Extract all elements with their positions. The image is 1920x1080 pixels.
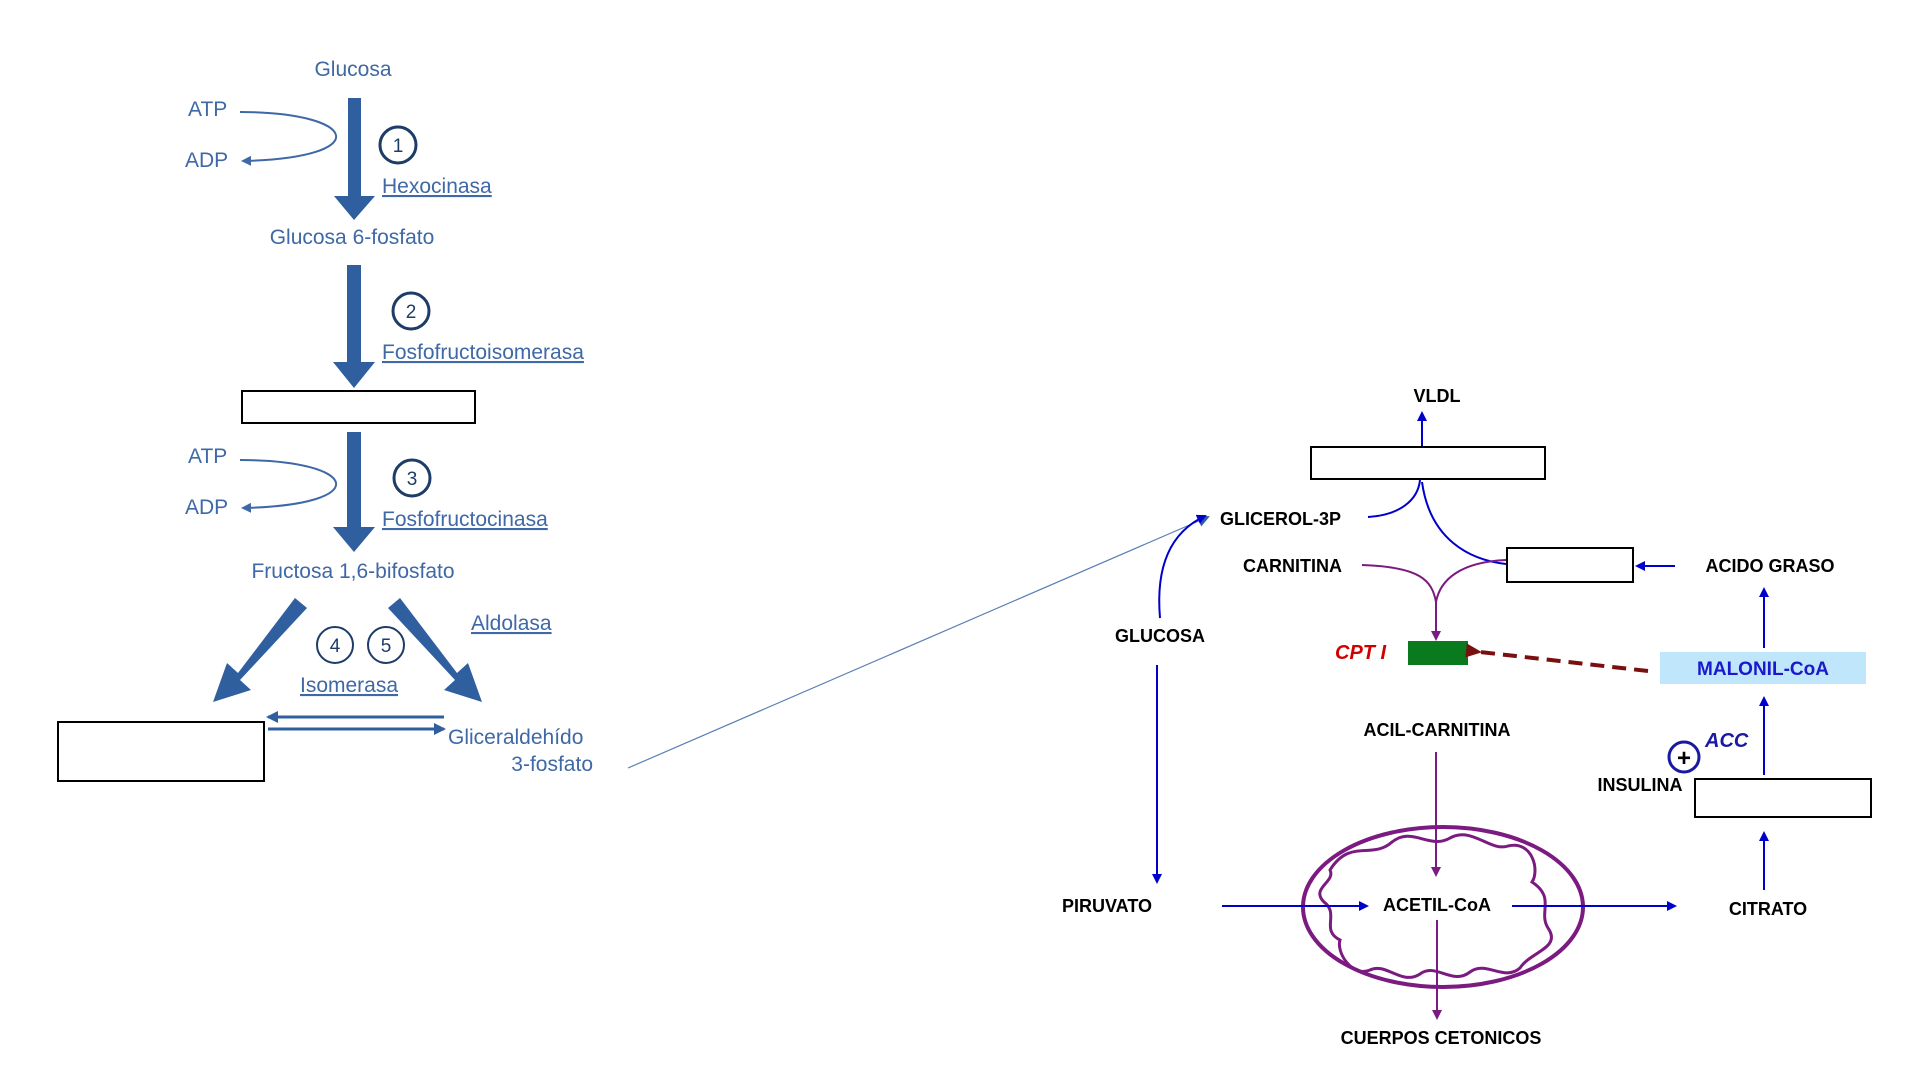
fosfofructocinasa-label: Fosfofructocinasa <box>382 508 548 531</box>
step-2-circle <box>391 291 431 331</box>
blank-box-acil-coa <box>1506 547 1634 583</box>
cpt-i-transporter <box>1408 641 1468 665</box>
malonil-coa-box <box>1660 652 1866 684</box>
glucosa-label: Glucosa <box>314 58 391 81</box>
cpt-i-label: CPT I <box>1335 642 1387 664</box>
step-1-circle <box>378 125 418 165</box>
fosfato-3-label: 3-fosfato <box>511 753 593 776</box>
glycolysis-pathway: Glucosa ATP ADP 1 Hexocinasa Glucosa 6-f… <box>57 58 593 782</box>
adp-label-1: ADP <box>185 149 228 172</box>
citrato-label: CITRATO <box>1729 899 1807 919</box>
isomerasa-label: Isomerasa <box>300 674 398 697</box>
step-4-circle <box>316 626 354 664</box>
step-4-number: 4 <box>330 636 341 657</box>
insulina-label: INSULINA <box>1598 775 1683 795</box>
step-3-number: 3 <box>407 469 418 490</box>
fructosa-1-6-bifosfato-label: Fructosa 1,6-bifosfato <box>251 560 454 583</box>
glucosa-6-fosfato-label: Glucosa 6-fosfato <box>270 226 435 249</box>
vldl-label: VLDL <box>1414 386 1461 406</box>
acido-graso-label: ACIDO GRASO <box>1705 556 1834 576</box>
atp-adp-curve-2 <box>239 459 337 513</box>
step-2-number: 2 <box>406 302 417 323</box>
step-3-circle <box>392 458 432 498</box>
adp-label-2: ADP <box>185 496 228 519</box>
gliceraldehido-label: Gliceraldehído <box>448 726 583 749</box>
acyl-box-curve <box>1435 559 1507 603</box>
carnitina-label: CARNITINA <box>1243 556 1342 576</box>
glicerol-3p-label: GLICEROL-3P <box>1220 509 1341 529</box>
aldolasa-label: Aldolasa <box>471 612 552 635</box>
atp-label-1: ATP <box>188 98 227 121</box>
arrow-step-3 <box>333 432 375 552</box>
fosfofructoisomerasa-label: Fosfofructoisomerasa <box>382 341 584 364</box>
hexocinasa-label: Hexocinasa <box>382 175 492 198</box>
blank-box-fructosa-6p <box>241 390 476 424</box>
atp-label-2: ATP <box>188 445 227 468</box>
activation-plus-circle <box>1667 740 1701 774</box>
acetil-coa-label: ACETIL-CoA <box>1383 895 1491 915</box>
glucosa-to-glicerol-curve <box>1158 514 1207 619</box>
arrow-step-2 <box>333 265 375 388</box>
piruvato-label: PIRUVATO <box>1062 896 1152 916</box>
plus-sign: + <box>1677 745 1691 772</box>
acc-label: ACC <box>1704 730 1749 752</box>
acido-graso-to-box-curve <box>1421 481 1507 565</box>
arrow-step-1 <box>334 98 375 220</box>
cuerpos-cetonicos-label: CUERPOS CETONICOS <box>1341 1028 1542 1048</box>
mitochondrion-inner-membrane <box>1318 833 1553 979</box>
carnitina-curve <box>1361 564 1437 603</box>
malonil-inhibition-arrow <box>1465 643 1649 673</box>
step-5-circle <box>367 626 405 664</box>
connector-line <box>627 515 1210 769</box>
acil-carnitina-label: ACIL-CARNITINA <box>1364 720 1511 740</box>
step-1-number: 1 <box>393 136 404 157</box>
lipid-pathway: VLDL GLICEROL-3P CARNITINA ACIDO GRASO G… <box>1062 386 1872 1048</box>
blank-box-dihidroxiacetona <box>57 721 265 782</box>
glicerol-to-box-curve <box>1367 479 1421 518</box>
blank-box-acetil-coa-cyto <box>1694 778 1872 818</box>
glucosa-label-right: GLUCOSA <box>1115 626 1205 646</box>
step-5-number: 5 <box>381 636 392 657</box>
blank-box-trigliceridos <box>1310 446 1546 480</box>
atp-adp-curve-1 <box>239 111 337 166</box>
malonil-coa-label: MALONIL-CoA <box>1697 659 1829 680</box>
arrow-aldolasa-left <box>213 598 307 702</box>
arrow-aldolasa-right <box>388 598 482 702</box>
